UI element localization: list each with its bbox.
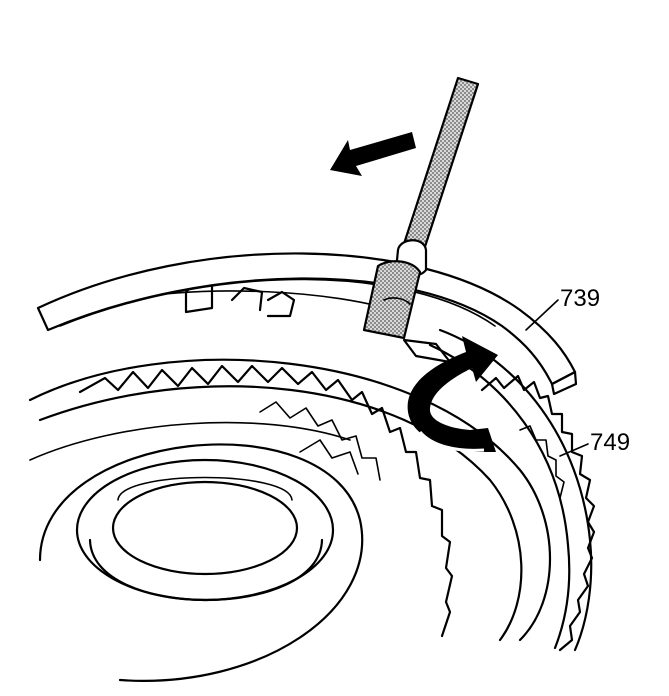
rotation-arrow-icon <box>407 336 498 452</box>
callout-739-label: 739 <box>560 285 600 312</box>
internal-spline-teeth <box>78 364 454 638</box>
pull-direction-arrow-icon <box>330 132 416 176</box>
toothed-plate <box>428 328 596 652</box>
callout-749-label: 749 <box>590 429 630 456</box>
tool-icon <box>362 76 480 340</box>
hub-bore <box>38 443 364 682</box>
snap-ring <box>36 252 578 396</box>
callout-749-leader <box>559 443 589 457</box>
clutch-drum <box>28 358 551 642</box>
callout-739-leader <box>525 299 559 331</box>
